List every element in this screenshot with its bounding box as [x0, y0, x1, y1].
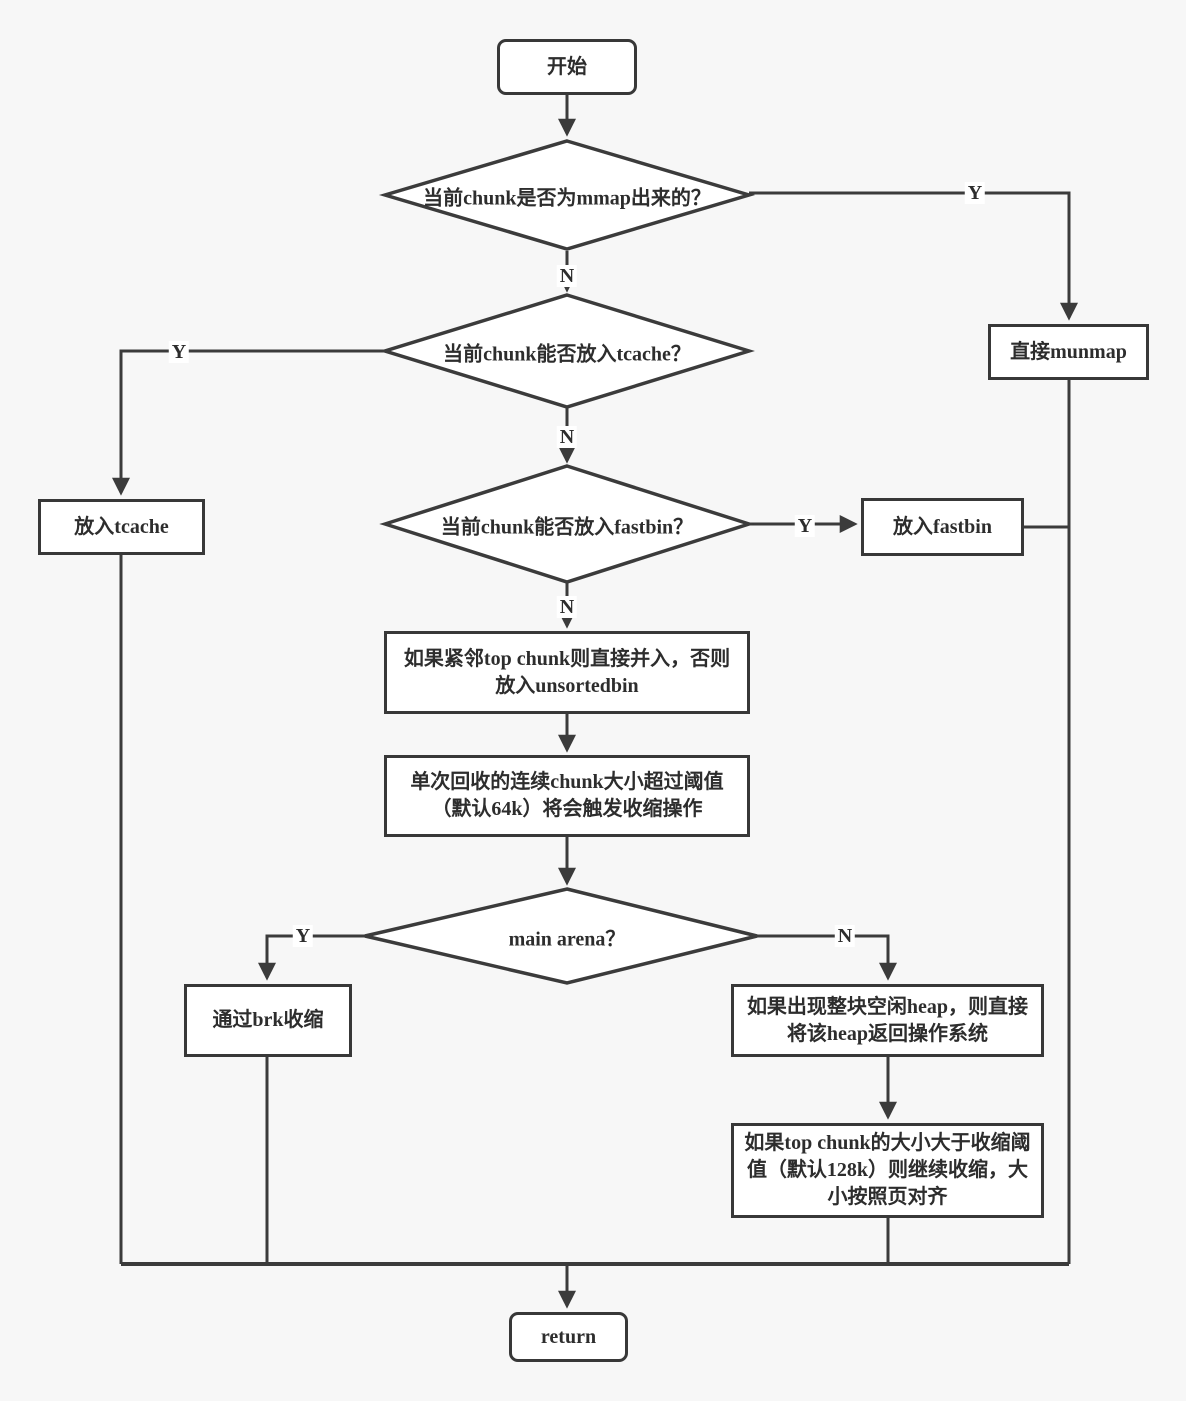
- heap-return-label: 如果出现整块空闲heap，则直接将该heap返回操作系统: [746, 995, 1029, 1045]
- munmap-label: 直接munmap: [1010, 340, 1127, 363]
- merge-top-node: 如果紧邻top chunk则直接并入，否则放入unsortedbin: [384, 631, 750, 714]
- decision-tcache-shape: [379, 293, 755, 409]
- tcache-label: 放入tcache: [74, 515, 169, 538]
- branch-label-mmap-yes: Y: [964, 182, 986, 204]
- edge-arena-yes: [258, 934, 365, 981]
- branch-label-tcache-yes: Y: [168, 341, 190, 363]
- fastbin-label: 放入fastbin: [893, 515, 992, 538]
- munmap-node: 直接munmap: [988, 324, 1149, 380]
- decision-main-arena-shape: [364, 887, 758, 985]
- start-label: 开始: [547, 55, 587, 78]
- decision-mmap-label: 当前chunk是否为mmap出来的？: [423, 187, 711, 210]
- fastbin-node: 放入fastbin: [861, 498, 1024, 556]
- heap-return-node: 如果出现整块空闲heap，则直接将该heap返回操作系统: [731, 984, 1044, 1057]
- decision-fastbin-shape: [379, 464, 755, 584]
- decision-fastbin-label: 当前chunk能否放入fastbin？: [440, 516, 694, 539]
- decision-mmap-shape: [378, 139, 756, 251]
- tcache-node: 放入tcache: [38, 499, 205, 555]
- merge-top-label: 如果紧邻top chunk则直接并入，否则放入unsortedbin: [403, 647, 731, 697]
- branch-label-arena-yes: Y: [292, 925, 314, 947]
- brk-node: 通过brk收缩: [184, 984, 352, 1057]
- branch-label-tcache-no: N: [556, 426, 578, 448]
- top-chunk-shrink-label: 如果top chunk的大小大于收缩阈值（默认128k）则继续收缩，大小按照页对…: [744, 1132, 1031, 1208]
- shrink-threshold-label: 单次回收的连续chunk大小超过阈值（默认64k）将会触发收缩操作: [410, 771, 724, 820]
- branch-label-fastbin-no: N: [556, 596, 578, 618]
- brk-label: 通过brk收缩: [212, 1009, 324, 1031]
- return-label: return: [540, 1325, 597, 1348]
- decision-tcache-label: 当前chunk能否放入tcache？: [443, 343, 691, 366]
- branch-label-fastbin-yes: Y: [794, 515, 816, 537]
- edge-mmap-yes: [749, 191, 1078, 321]
- decision-main-arena-label: main arena？: [508, 928, 626, 951]
- branch-label-mmap-no: N: [556, 265, 578, 287]
- edge-arena-no: [757, 934, 897, 981]
- edge-tcache-yes: [112, 349, 385, 496]
- return-node: return: [509, 1312, 628, 1362]
- top-chunk-shrink-node: 如果top chunk的大小大于收缩阈值（默认128k）则继续收缩，大小按照页对…: [731, 1123, 1044, 1218]
- shrink-threshold-node: 单次回收的连续chunk大小超过阈值（默认64k）将会触发收缩操作: [384, 755, 750, 837]
- branch-label-arena-no: N: [834, 925, 856, 947]
- start-node: 开始: [497, 39, 637, 95]
